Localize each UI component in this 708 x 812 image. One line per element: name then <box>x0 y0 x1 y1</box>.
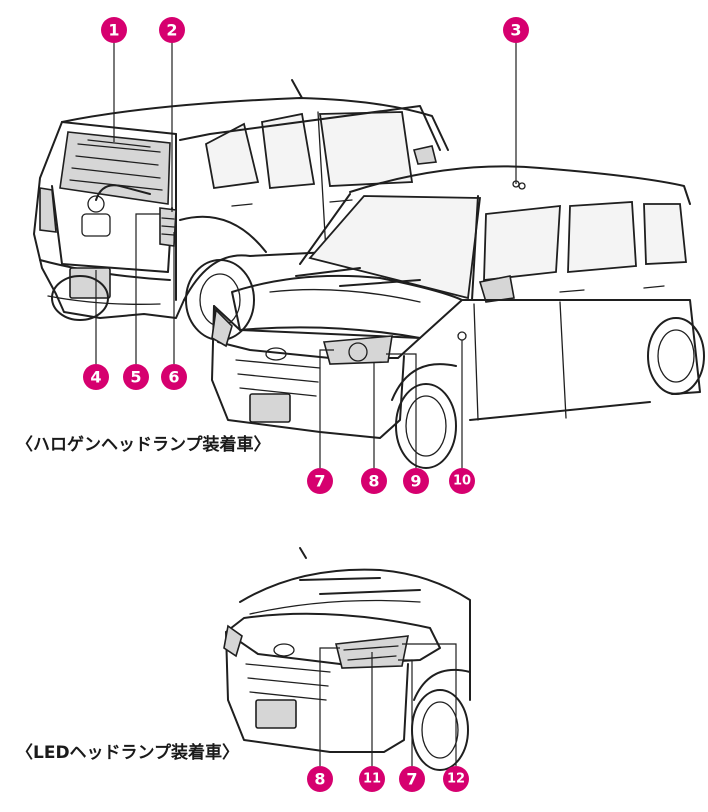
callout-marker-7: 7 <box>307 468 333 494</box>
svg-text:5: 5 <box>130 368 141 387</box>
svg-text:6: 6 <box>168 368 179 387</box>
led-caption: 〈LEDヘッドランプ装着車〉 <box>16 743 240 763</box>
svg-text:7: 7 <box>406 770 417 789</box>
svg-text:11: 11 <box>363 772 381 787</box>
callout-marker-6: 6 <box>161 364 187 390</box>
halogen-caption: 〈ハロゲンヘッドランプ装着車〉 <box>16 435 271 455</box>
front-car <box>211 165 705 469</box>
svg-text:2: 2 <box>166 21 177 40</box>
svg-text:3: 3 <box>510 21 521 40</box>
callout-marker-12: 12 <box>443 766 469 792</box>
callout-marker-5: 5 <box>123 364 149 390</box>
callout-marker-10: 10 <box>449 468 475 494</box>
svg-text:10: 10 <box>453 474 471 489</box>
led-front-car <box>223 547 471 771</box>
svg-text:8: 8 <box>368 472 379 491</box>
callout-marker-7-led: 7 <box>399 766 425 792</box>
svg-text:4: 4 <box>90 368 101 387</box>
svg-text:1: 1 <box>108 21 119 40</box>
svg-text:9: 9 <box>410 472 421 491</box>
callout-marker-1: 1 <box>101 17 127 43</box>
svg-text:12: 12 <box>447 772 465 787</box>
callout-marker-4: 4 <box>83 364 109 390</box>
svg-text:8: 8 <box>314 770 325 789</box>
svg-text:7: 7 <box>314 472 325 491</box>
callout-marker-9: 9 <box>403 468 429 494</box>
callout-marker-11: 11 <box>359 766 385 792</box>
callout-marker-8-led: 8 <box>307 766 333 792</box>
callout-marker-8: 8 <box>361 468 387 494</box>
rear-car <box>33 79 449 341</box>
callout-marker-2: 2 <box>159 17 185 43</box>
leader-lines <box>95 42 517 766</box>
callout-marker-3: 3 <box>503 17 529 43</box>
